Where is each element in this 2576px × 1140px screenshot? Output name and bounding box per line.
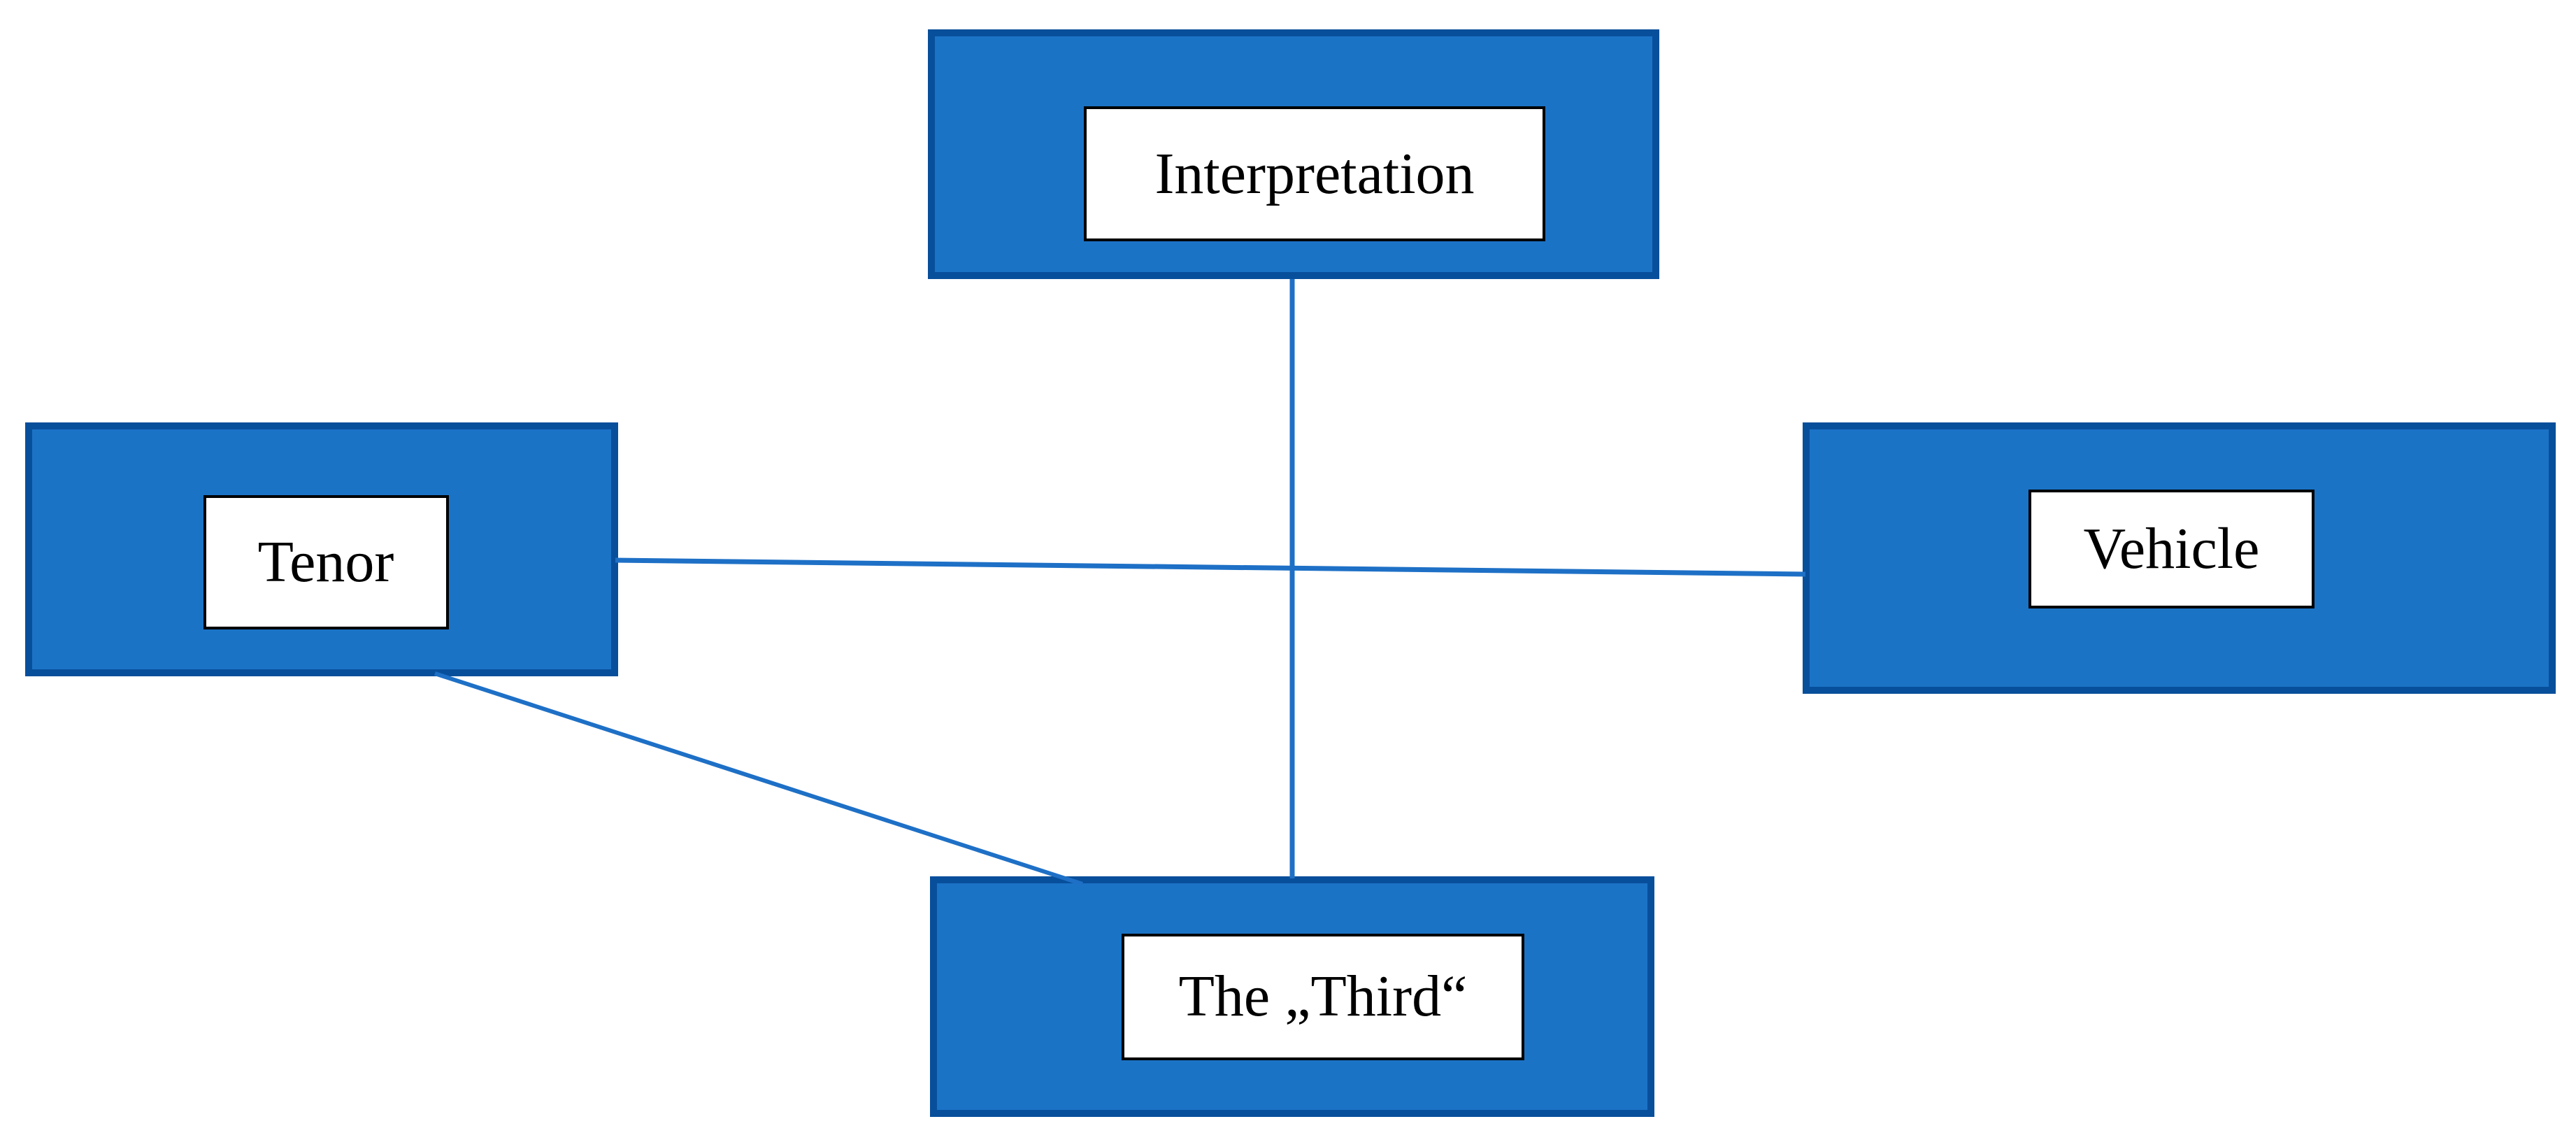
node-interpretation-label: Interpretation <box>1154 141 1475 206</box>
connector-tenor-third <box>434 671 1083 886</box>
node-interpretation-label-box: Interpretation <box>1084 106 1545 241</box>
node-tenor-label: Tenor <box>257 529 394 594</box>
connector-tenor-vehicle <box>615 557 1806 577</box>
node-tenor: Tenor <box>25 422 618 676</box>
node-vehicle-label-box: Vehicle <box>2028 490 2314 608</box>
node-vehicle-label: Vehicle <box>2083 516 2260 581</box>
node-third-label-box: The „Third“ <box>1122 933 1524 1060</box>
node-tenor-label-box: Tenor <box>203 494 449 629</box>
node-third-label: The „Third“ <box>1178 964 1468 1029</box>
node-third: The „Third“ <box>930 876 1654 1117</box>
node-vehicle: Vehicle <box>1803 422 2556 694</box>
node-interpretation: Interpretation <box>928 29 1659 279</box>
